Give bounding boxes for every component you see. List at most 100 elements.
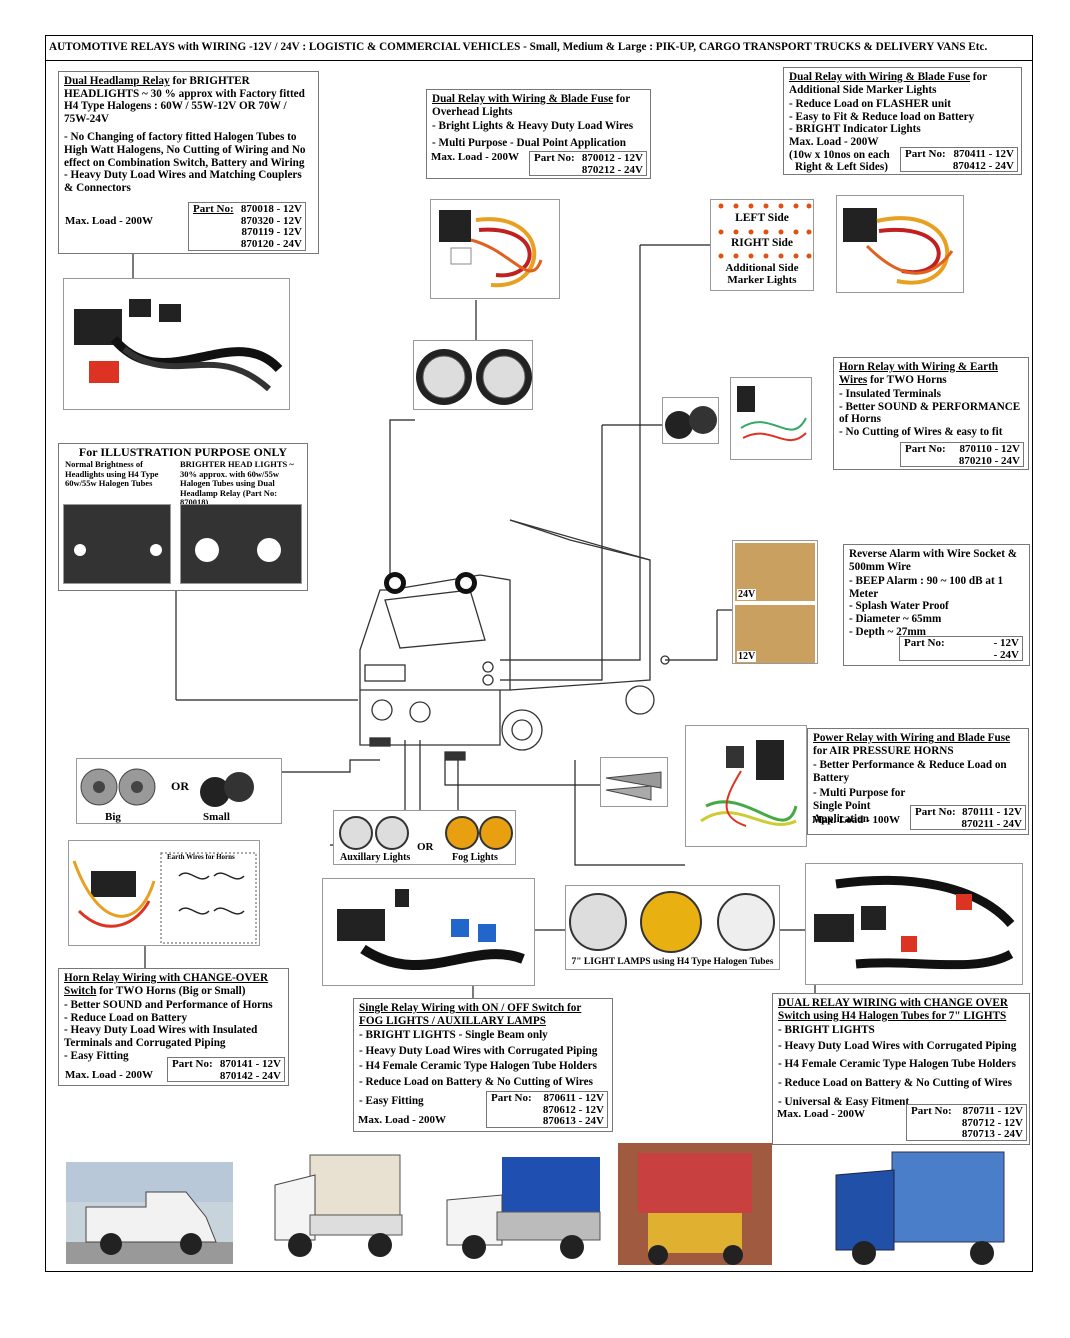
marker-caption: Additional Side Marker Lights xyxy=(725,262,799,286)
page-title: AUTOMOTIVE RELAYS with WIRING -12V / 24V… xyxy=(45,35,1033,61)
horn-two-bullet: - Insulated Terminals xyxy=(839,388,941,401)
crate-truck-icon xyxy=(446,1157,601,1259)
fog-max-load: Max. Load - 200W xyxy=(358,1114,446,1126)
reverse-bullet: - Diameter ~ 65mm xyxy=(849,612,942,625)
dual7-part-numbers: Part No: 870711 - 12V 870712 - 12V 87071… xyxy=(906,1104,1027,1141)
horn-options-box: OR Big Small xyxy=(76,758,282,824)
overhead-bullet: - Multi Purpose - Dual Point Application xyxy=(432,136,626,149)
fog-lights-label: Fog Lights xyxy=(452,852,498,863)
dual7-bullet: - H4 Female Ceramic Type Halogen Tube Ho… xyxy=(778,1058,1016,1071)
marker-bullet: Max. Load - 200W xyxy=(789,135,879,148)
reverse-alarm-photo: 24V 12V xyxy=(732,540,818,664)
air-horn-relay-wiring-photo xyxy=(685,725,807,847)
container-truck-icon xyxy=(835,1151,1005,1265)
part-number: 870320 - 12V xyxy=(240,214,302,227)
reverse-alarm-box: Reverse Alarm with Wire Socket & 500mm W… xyxy=(843,544,1030,666)
changeover-max-load: Max. Load - 200W xyxy=(65,1069,153,1081)
fog-light-relay-box: Single Relay Wiring with ON / OFF Switch… xyxy=(353,998,613,1132)
part-number: 870411 - 12V xyxy=(953,148,1015,160)
fog-bullet: - Heavy Duty Load Wires with Corrugated … xyxy=(359,1044,598,1057)
vehicle-photo-crate-truck xyxy=(442,1155,602,1263)
air-horn-icon xyxy=(605,771,662,801)
part-number: 870120 - 24V xyxy=(240,237,302,250)
left-side-label: LEFT Side xyxy=(735,212,789,224)
part-number: 870712 - 12V xyxy=(961,1116,1023,1129)
dual7-max-load: Max. Load - 200W xyxy=(777,1108,865,1120)
marker-bullet: - BRIGHT Indicator Lights xyxy=(789,123,921,136)
wiring-harness-icon xyxy=(74,299,283,392)
changeover-horn-relay-box: Horn Relay Wiring with CHANGE-OVER Switc… xyxy=(58,968,289,1086)
horn-two-bullet: - No Cutting of Wires & easy to fit xyxy=(839,425,1003,438)
headlamp-bullet: - Heavy Duty Load Wires and Matching Cou… xyxy=(64,169,302,194)
horn-two-part-numbers: Part No: 870110 - 12V 870210 - 24V xyxy=(900,442,1024,467)
part-number: 870611 - 12V xyxy=(543,1092,605,1104)
overhead-heading-rest: for Overhead Lights xyxy=(432,93,630,118)
part-label: Part No: xyxy=(534,152,575,164)
reverse-bullet: - Depth ~ 27mm xyxy=(849,625,926,638)
dual7-heading: DUAL RELAY WIRING with CHANGE OVER Switc… xyxy=(778,997,1008,1022)
small-horn-label: Small xyxy=(203,811,230,823)
changeover-horn-wiring-photo: Earth Wires for Horns xyxy=(68,840,260,946)
vehicle-photo-container-truck xyxy=(832,1150,1007,1265)
part-label: Part No: xyxy=(491,1092,532,1104)
part-label: Part No: xyxy=(905,148,946,160)
fog-bullet: - H4 Female Ceramic Type Halogen Tube Ho… xyxy=(359,1060,597,1073)
aux-fog-lights-box: OR Auxillary Lights Fog Lights xyxy=(333,810,516,865)
dual7-bullet: - BRIGHT LIGHTS xyxy=(778,1024,875,1037)
marker-light-strip-icon xyxy=(718,203,812,259)
changeover-part-numbers: Part No: 870141 - 12V 870142 - 24V xyxy=(167,1057,285,1082)
cargo-truck-icon xyxy=(638,1153,752,1265)
or-label: OR xyxy=(171,779,189,793)
headlamp-heading-rest: for BRIGHTER HEADLIGHTS ~ 30 % approx wi… xyxy=(64,75,305,125)
overhead-heading: Dual Relay with Wiring & Blade Fuse xyxy=(432,93,614,105)
reverse-bullet: - Splash Water Proof xyxy=(849,600,949,613)
changeover-heading: Horn Relay Wiring with CHANGE-OVER Switc… xyxy=(64,972,269,997)
earth-wires-label: Earth Wires for Horns xyxy=(167,853,235,861)
part-number: 870018 - 12V xyxy=(240,203,302,215)
air-horn-heading: Power Relay with Wiring and Blade Fuse xyxy=(813,732,1011,744)
fog-bullet: - Easy Fitting xyxy=(359,1094,424,1107)
dual-headlamp-relay-box: Dual Headlamp Relay for BRIGHTER HEADLIG… xyxy=(58,71,319,254)
part-number: 870711 - 12V xyxy=(962,1105,1024,1117)
horn-relay-wiring-photo xyxy=(730,377,812,460)
marker-bullet: - Reduce Load on FLASHER unit xyxy=(789,98,951,111)
dual-seven-inch-wiring-photo xyxy=(805,863,1023,985)
part-number: 870111 - 12V xyxy=(962,806,1022,818)
part-number: 870713 - 24V xyxy=(961,1128,1023,1140)
illustration-title: For ILLUSTRATION PURPOSE ONLY xyxy=(78,445,288,459)
marker-bullet: (10w x 10nos on each xyxy=(789,148,890,161)
horn-relay-two-horns-box: Horn Relay with Wiring & Earth Wires for… xyxy=(833,357,1029,470)
part-number: - 24V xyxy=(993,648,1019,661)
part-number: 870110 - 12V xyxy=(959,443,1021,455)
voltage-12v-label: 12V xyxy=(737,651,757,662)
car-headlight-icon xyxy=(74,544,162,556)
brighter-headlights-photo xyxy=(180,504,302,584)
air-horn-bullet: - Multi Purpose for Single Point Applica… xyxy=(813,787,906,825)
horns-photo xyxy=(662,397,719,444)
normal-brightness-text: Normal Brightness of Headlights using H4… xyxy=(65,459,159,488)
part-number: 870612 - 12V xyxy=(542,1103,604,1116)
relay-wiring-icon xyxy=(843,208,954,285)
reverse-part-numbers: Part No: - 12V - 24V xyxy=(899,636,1023,661)
headlamp-relay-wiring-photo xyxy=(63,278,290,410)
wiring-harness-icon xyxy=(337,889,525,970)
part-number: 870412 - 24V xyxy=(952,159,1014,172)
relay-wiring-icon xyxy=(439,210,543,288)
dual7-bullet: - Reduce Load on Battery & No Cutting of… xyxy=(778,1076,1012,1089)
relay-wiring-icon xyxy=(737,386,807,442)
overhead-bullet: - Bright Lights & Heavy Duty Load Wires xyxy=(432,120,634,133)
part-label: Part No: xyxy=(905,443,946,455)
part-label: Part No: xyxy=(911,1105,952,1117)
horn-two-heading-rest: for TWO Horns xyxy=(867,373,947,386)
overhead-part-numbers: Part No: 870012 - 12V 870212 - 24V xyxy=(529,151,647,176)
round-lamp-icon xyxy=(416,349,532,405)
part-label: Part No: xyxy=(172,1058,213,1070)
reverse-heading: Reverse Alarm with Wire Socket & 500mm W… xyxy=(849,548,1018,573)
changeover-bullet: - Reduce Load on Battery xyxy=(64,1011,188,1024)
horn-two-bullet: - Better SOUND & PERFORMANCE of Horns xyxy=(839,400,1021,426)
part-number: 870119 - 12V xyxy=(241,226,303,238)
wiring-harness-icon xyxy=(814,875,1015,970)
seven-inch-lamps-photo: 7" LIGHT LAMPS using H4 Type Halogen Tub… xyxy=(565,885,780,970)
marker-heading-rest: for Additional Side Marker Lights xyxy=(789,71,987,96)
illustration-box: For ILLUSTRATION PURPOSE ONLY Normal Bri… xyxy=(58,443,308,591)
